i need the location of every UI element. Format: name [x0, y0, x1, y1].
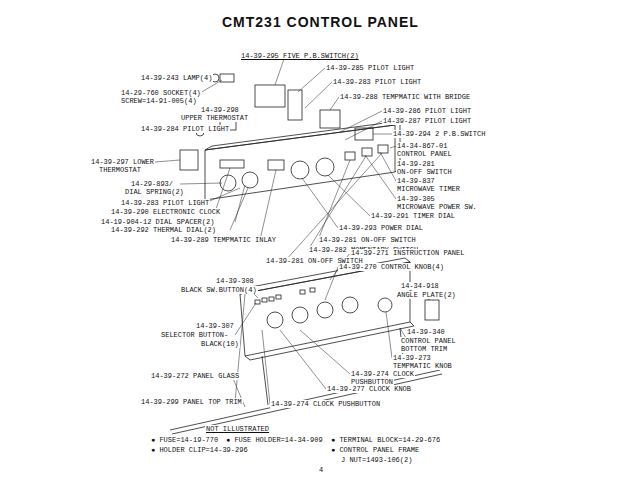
callout-label: 14-39-308 — [215, 277, 255, 285]
title: CMT231 CONTROL PANEL — [222, 14, 419, 30]
selector-button — [300, 290, 305, 294]
callout-label: CONTROL PANEL — [396, 150, 453, 158]
callout-label: 14-39-292 THERMAL DIAL(2) — [110, 226, 217, 234]
callout-label: ● FUSE HOLDER=14-34-909 — [225, 436, 324, 444]
callout-label: 14-19-904-12 DIAL SPACER(2) — [100, 218, 215, 226]
callout-label: THERMOSTAT — [98, 166, 142, 174]
lower-thermostat — [180, 150, 198, 170]
callout-label: 14-39-294 2 P.B.SWITCH — [392, 130, 486, 138]
callout-label: 14-39-270 CONTROL KNOB(4) — [338, 263, 445, 271]
callout-label: NOT ILLUSTRATED — [205, 425, 270, 433]
switch — [268, 160, 284, 170]
callout-label: 14-39-298 — [200, 106, 240, 114]
callout-label: 14-39-281 ON-OFF SWITCH — [318, 236, 417, 244]
bottom-trim — [250, 326, 414, 360]
callout-label: 14-39-274 CLOCK PUSHBUTTON — [270, 400, 381, 408]
callout-label: 14-39-289 TEMPMATIC INLAY — [170, 236, 277, 244]
callout-label: BLACK SW.BUTTON(4) — [180, 286, 258, 294]
tempmatic-knob — [378, 298, 392, 312]
pb-switch — [255, 85, 285, 107]
callout-label: 14-39-293 POWER DIAL — [338, 224, 424, 232]
control-panel — [205, 125, 395, 200]
panel-edge — [410, 322, 414, 326]
callout-label: 14-39-271 INSTRUCTION PANEL — [350, 249, 465, 257]
callout-label: SELECTOR BUTTON- — [160, 331, 229, 339]
callout-label: SCREW=14-91-005(4) — [120, 97, 198, 105]
control-knob — [267, 312, 283, 328]
callout-label: 4 — [318, 466, 324, 474]
callout-label: 14-29-893/ — [130, 180, 174, 188]
callout-label: 14-39-283 PILOT LIGHT — [120, 199, 210, 207]
socket — [220, 74, 234, 82]
dial — [291, 161, 309, 179]
callout-label: 14-39-273 — [392, 354, 432, 362]
callout-label: MICROWAVE TIMER — [396, 185, 461, 193]
callout-label: 14-39-290 ELECTRONIC CLOCK — [110, 208, 221, 216]
tempmatic — [320, 110, 340, 128]
callout-label: 14-39-305 — [396, 195, 436, 203]
dial — [316, 158, 334, 176]
panel-edge — [245, 356, 250, 360]
callout-label: 14-39-243 LAMP(4) — [140, 74, 213, 82]
pb-switch — [288, 90, 302, 120]
callout-label: BLACK(10) — [200, 340, 240, 348]
callout-label: 14-39-285 PILOT LIGHT — [325, 64, 415, 72]
instruction-panel — [240, 262, 410, 356]
callout-label: 14-39-297 LOWER — [90, 158, 155, 166]
dial — [242, 172, 258, 188]
callout-label: 14-39-299 PANEL TOP TRIM — [140, 398, 243, 406]
callout-label: 14-39-340 — [406, 328, 446, 336]
callout-label: 14-39-281 — [396, 160, 436, 168]
callout-label: 14-39-286 PILOT LIGHT — [382, 107, 472, 115]
panel-edge — [205, 121, 400, 150]
switch — [362, 148, 372, 156]
control-knob — [317, 302, 333, 318]
callout-label: 14-34-918 — [400, 282, 440, 290]
callout-label: ● TERMINAL BLOCK=14-29-676 — [330, 436, 441, 444]
switch — [378, 145, 388, 153]
callout-label: ● CONTROL PANEL FRAME — [330, 446, 420, 454]
selector-button — [310, 288, 315, 292]
callout-label: UPPER THERMOSTAT — [180, 114, 249, 122]
callout-label: BOTTOM TRIM — [400, 345, 448, 353]
callout-label: 14-39-272 PANEL GLASS — [150, 372, 240, 380]
callout-label: 14-39-295 FIVE P.B.SWITCH(2) — [240, 52, 360, 60]
callout-label: DIAL SPRING(2) — [124, 188, 185, 196]
callout-label: 14-34-867-01 — [396, 142, 448, 150]
callout-label: 14-39-287 PILOT LIGHT — [382, 117, 472, 125]
callout-label: ON-OFF SWITCH — [396, 168, 453, 176]
callout-label: 14-39-291 TIMER DIAL — [370, 212, 456, 220]
callout-label: CONTROL PANEL — [400, 337, 457, 345]
callout-label: 14-39-837 — [396, 177, 436, 185]
clock-window — [220, 160, 244, 168]
pb-switch — [355, 128, 373, 140]
selector-button — [276, 295, 281, 299]
switch — [345, 152, 355, 160]
leader-lines — [232, 253, 430, 407]
callout-label: ● FUSE=14-19-770 — [150, 436, 219, 444]
selector-button — [262, 298, 267, 302]
callout-label: ● HOLDER CLIP=14-39-296 — [150, 446, 249, 454]
callout-label: 14-29-760 SOCKET(4) — [120, 89, 202, 97]
callout-label: ANGLE PLATE(2) — [396, 291, 457, 299]
callout-label: MICROWAVE POWER SW. — [396, 203, 478, 211]
control-knob — [292, 307, 308, 323]
angle-plate — [425, 300, 439, 320]
callout-label: 14-39-288 TEMPMATIC WITH BRIDGE — [339, 93, 471, 101]
dial — [220, 175, 236, 191]
callout-label: TEMPMATIC KNOB — [392, 362, 453, 370]
callout-label: J NUT=1493-106(2) — [340, 456, 413, 464]
selector-button — [269, 297, 274, 301]
callout-label: 14-39-284 PILOT LIGHT — [140, 125, 230, 133]
callout-label: 14-39-274 CLOCK — [350, 370, 415, 378]
control-knob — [342, 297, 358, 313]
callout-label: 14-39-277 CLOCK KNOB — [326, 385, 412, 393]
callout-label: 14-39-307 — [195, 322, 235, 330]
callout-label: 14-39-283 PILOT LIGHT — [332, 78, 422, 86]
frame-leg — [262, 356, 268, 405]
